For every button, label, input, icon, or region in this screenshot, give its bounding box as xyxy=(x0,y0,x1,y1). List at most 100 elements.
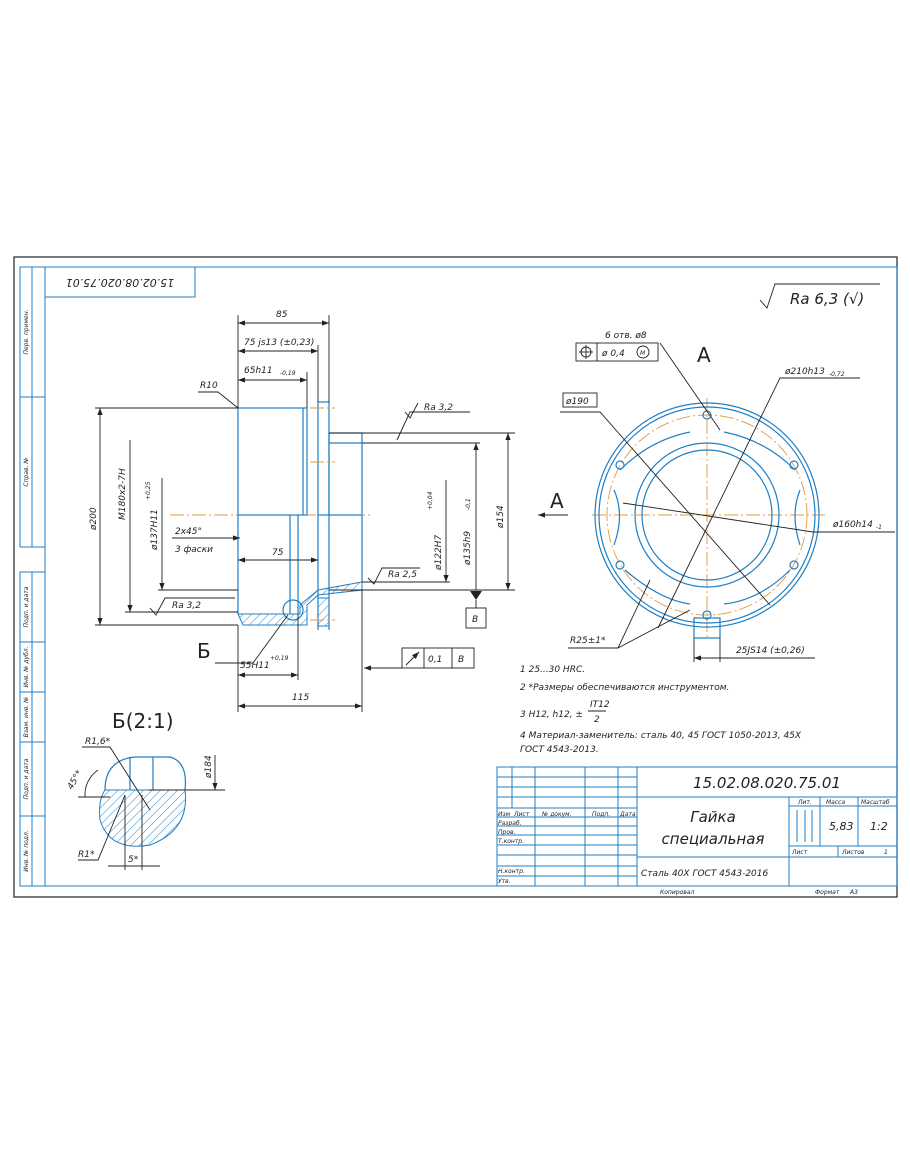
dim-r1: R1* xyxy=(78,850,95,860)
dim-d160-tol: -1 xyxy=(876,524,882,531)
stamp-label: Подп. и дата xyxy=(23,758,30,799)
position-tolerance-frame: ø 0,4 M xyxy=(575,342,659,362)
ra32-bottom: Ra 3,2 xyxy=(172,601,201,611)
general-roughness: Ra 6,3 (√) xyxy=(759,283,880,309)
dim-d122: ø122H7 xyxy=(434,535,444,571)
chamfer-dim: 2x45° xyxy=(175,527,202,537)
dim-r10: R10 xyxy=(200,381,218,391)
row-label: Т.контр. xyxy=(498,838,524,845)
note-3: 3 H12, h12, ± xyxy=(520,710,583,720)
section-mark-b: Б xyxy=(197,639,211,663)
title-block: Изм Лист № докум. Подп. Дата Разраб. Про… xyxy=(496,766,898,896)
rotated-number-box: 15.02.08.020.75.01 xyxy=(44,266,196,298)
dim-d154: ø154 xyxy=(496,505,506,529)
stamp-label: Инв. № подл. xyxy=(23,830,30,871)
col-header: Лист xyxy=(513,811,530,818)
runout-datum: B xyxy=(458,655,464,665)
col-header: Подп. xyxy=(592,811,610,818)
row-label: Утв. xyxy=(498,878,511,885)
rotated-drawing-number: 15.02.08.020.75.01 xyxy=(66,276,174,289)
dim-55h11: 55H11 xyxy=(240,661,270,671)
holes-note: 6 отв. ø8 xyxy=(605,331,647,341)
dim-75js13: 75 js13 (±0,23) xyxy=(244,338,314,348)
scale-value: 1:2 xyxy=(870,820,888,833)
technical-notes: 1 25...30 HRC. 2 *Размеры обеспечиваются… xyxy=(520,665,802,755)
stamp-label: Инв. № дубл. xyxy=(23,646,30,687)
row-label: Н.контр. xyxy=(498,868,525,875)
stamp-label: Взам. инв. № xyxy=(23,697,30,738)
ra25: Ra 2,5 xyxy=(388,570,417,580)
row-label: Разраб. xyxy=(498,820,522,827)
col-header: Изм xyxy=(498,811,511,818)
detail-title: Б(2:1) xyxy=(112,709,174,733)
dim-5: 5* xyxy=(128,855,139,865)
note-3-denominator: 2 xyxy=(594,715,600,725)
ra32-top: Ra 3,2 xyxy=(424,403,453,413)
part-name-line2: специальная xyxy=(662,830,765,848)
note-3-numerator: IT12 xyxy=(590,700,610,710)
side-view: 6 отв. ø8 ø 0,4 M A ø190 ø210h13 -0,72 ø… xyxy=(538,331,895,662)
dim-d184: ø184 xyxy=(204,755,214,779)
dim-d190: ø190 xyxy=(565,397,589,407)
dim-r25: R25±1* xyxy=(570,636,606,646)
sheets-value: 1 xyxy=(884,849,888,856)
roughness-label: Ra 6,3 (√) xyxy=(790,290,864,308)
material: Сталь 40Х ГОСТ 4543-2016 xyxy=(641,869,769,879)
sheets-label: Листов xyxy=(841,849,865,856)
note-4-cont: ГОСТ 4543-2013. xyxy=(520,745,599,755)
format-value: A3 xyxy=(849,889,858,896)
row-label: Пров. xyxy=(498,829,516,836)
mass-label: Масса xyxy=(826,799,845,806)
runout-icon xyxy=(405,651,420,666)
dim-d210: ø210h13 xyxy=(784,367,825,377)
dim-55h11-tol: +0,19 xyxy=(270,655,289,662)
dim-85: 85 xyxy=(276,310,288,320)
part-name-line1: Гайка xyxy=(690,808,736,826)
dim-25js14: 25JS14 (±0,26) xyxy=(736,646,805,656)
view-a-label: A xyxy=(697,343,711,367)
sheet-label: Лист xyxy=(791,849,808,856)
dim-r16: R1,6* xyxy=(85,737,111,747)
dim-65h11-tol: -0,19 xyxy=(280,370,296,377)
datum-b-box xyxy=(465,607,487,629)
side-stamp: Перв. примен. Справ. № Подп. и дата Инв.… xyxy=(19,266,46,887)
stamp-label: Перв. примен. xyxy=(23,309,30,354)
dim-115: 115 xyxy=(292,693,309,703)
dim-d160: ø160h14 xyxy=(832,520,873,530)
format-label: Формат xyxy=(815,889,840,896)
scale-label: Масштаб xyxy=(861,799,890,806)
detail-b: Б(2:1) ø184 R1,6* 45°* R1* 5* xyxy=(66,709,225,870)
dim-75: 75 xyxy=(272,548,284,558)
lit-label: Лит. xyxy=(797,799,812,806)
note-2: 2 *Размеры обеспечиваются инструментом. xyxy=(520,683,729,693)
copied-label: Копировал xyxy=(660,889,694,896)
col-header: № докум. xyxy=(541,811,572,818)
mass-value: 5,83 xyxy=(829,820,854,833)
title-drawing-number: 15.02.08.020.75.01 xyxy=(693,774,841,792)
stamp-label: Подп. и дата xyxy=(23,586,30,627)
note-1: 1 25...30 HRC. xyxy=(520,665,585,675)
datum-b: B xyxy=(472,615,478,625)
dim-d122-tol: +0,04 xyxy=(427,491,434,510)
mmc-modifier: M xyxy=(640,350,646,357)
runout-tolerance-frame: 0,1 B xyxy=(401,647,475,669)
section-a-label: A xyxy=(550,489,564,513)
chamfer-note: 3 фаски xyxy=(175,545,213,555)
dim-d135-tol: -0,1 xyxy=(465,498,472,510)
runout-value: 0,1 xyxy=(428,655,442,665)
stamp-label: Справ. № xyxy=(23,457,30,486)
dim-45deg: 45°* xyxy=(66,768,85,791)
position-value: ø 0,4 xyxy=(601,349,625,359)
dim-d210-tol: -0,72 xyxy=(829,371,845,378)
main-view: 85 75 js13 (±0,23) 65h11 -0,19 R10 ø200 … xyxy=(89,310,515,712)
note-4: 4 Материал-заменитель: сталь 40, 45 ГОСТ… xyxy=(520,731,802,741)
dim-d137-tol: +0,25 xyxy=(145,481,152,500)
dim-d135: ø135h9 xyxy=(463,531,473,566)
dim-65h11: 65h11 xyxy=(244,366,273,376)
dim-d137: ø137H11 xyxy=(150,509,160,551)
dim-d200: ø200 xyxy=(89,507,99,531)
dim-m180: M180x2-7H xyxy=(118,468,128,520)
col-header: Дата xyxy=(619,811,636,818)
detail-b-circle xyxy=(282,599,304,621)
